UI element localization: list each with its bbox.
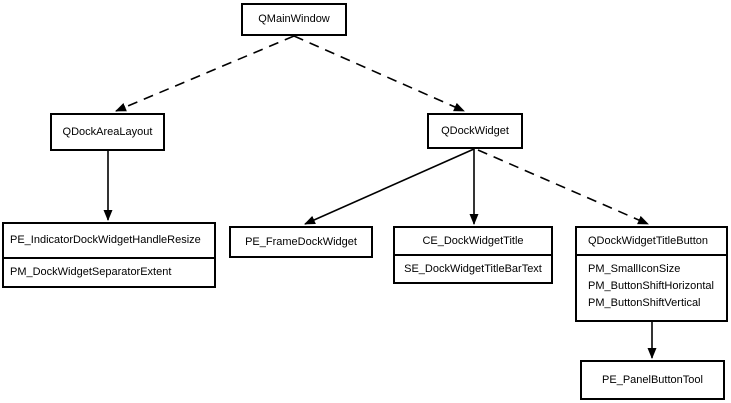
- node-dockwidgettitle-subelement: SE_DockWidgetTitleBarText: [395, 254, 551, 282]
- node-panelbuttontool: PE_PanelButtonTool: [580, 360, 725, 400]
- node-qmainwindow-label: QMainWindow: [258, 13, 330, 25]
- node-dockwidgettitle-element: CE_DockWidgetTitle: [422, 234, 524, 247]
- edge-qmainwindow-qdockwidget: [293, 35, 465, 112]
- node-titlebutton-title: QDockWidgetTitleButton: [588, 234, 709, 247]
- edge-qmainwindow-qdockarealayout: [115, 35, 295, 112]
- node-dockhandle-primitive: PE_IndicatorDockWidgetHandleResize: [10, 234, 201, 246]
- node-dockhandle: PE_IndicatorDockWidgetHandleResize PM_Do…: [2, 222, 216, 288]
- node-panelbuttontool-label: PE_PanelButtonTool: [602, 373, 703, 386]
- node-qdockarealayout-label: QDockAreaLayout: [62, 125, 153, 138]
- node-qmainwindow: QMainWindow: [241, 3, 347, 36]
- edge-qdockwidget-framedockwidget: [304, 148, 475, 225]
- node-titlebutton-metrics: PM_SmallIconSize PM_ButtonShiftHorizonta…: [577, 254, 726, 320]
- node-dockhandle-metric: PM_DockWidgetSeparatorExtent: [4, 257, 214, 286]
- node-framedockwidget: PE_FrameDockWidget: [229, 226, 373, 258]
- node-titlebutton: QDockWidgetTitleButton PM_SmallIconSize …: [575, 226, 728, 322]
- node-titlebutton-metric-3: PM_ButtonShiftVertical: [588, 297, 701, 309]
- edge-qdockwidget-titlebutton: [477, 149, 649, 225]
- node-titlebutton-metric-2: PM_ButtonShiftHorizontal: [588, 280, 714, 292]
- node-framedockwidget-label: PE_FrameDockWidget: [245, 235, 357, 248]
- node-qdockarealayout: QDockAreaLayout: [50, 113, 165, 151]
- node-titlebutton-metric-1: PM_SmallIconSize: [588, 263, 681, 275]
- node-qdockwidget: QDockWidget: [427, 113, 523, 149]
- node-qdockwidget-label: QDockWidget: [441, 124, 509, 137]
- node-dockwidgettitle: CE_DockWidgetTitle SE_DockWidgetTitleBar…: [393, 226, 553, 284]
